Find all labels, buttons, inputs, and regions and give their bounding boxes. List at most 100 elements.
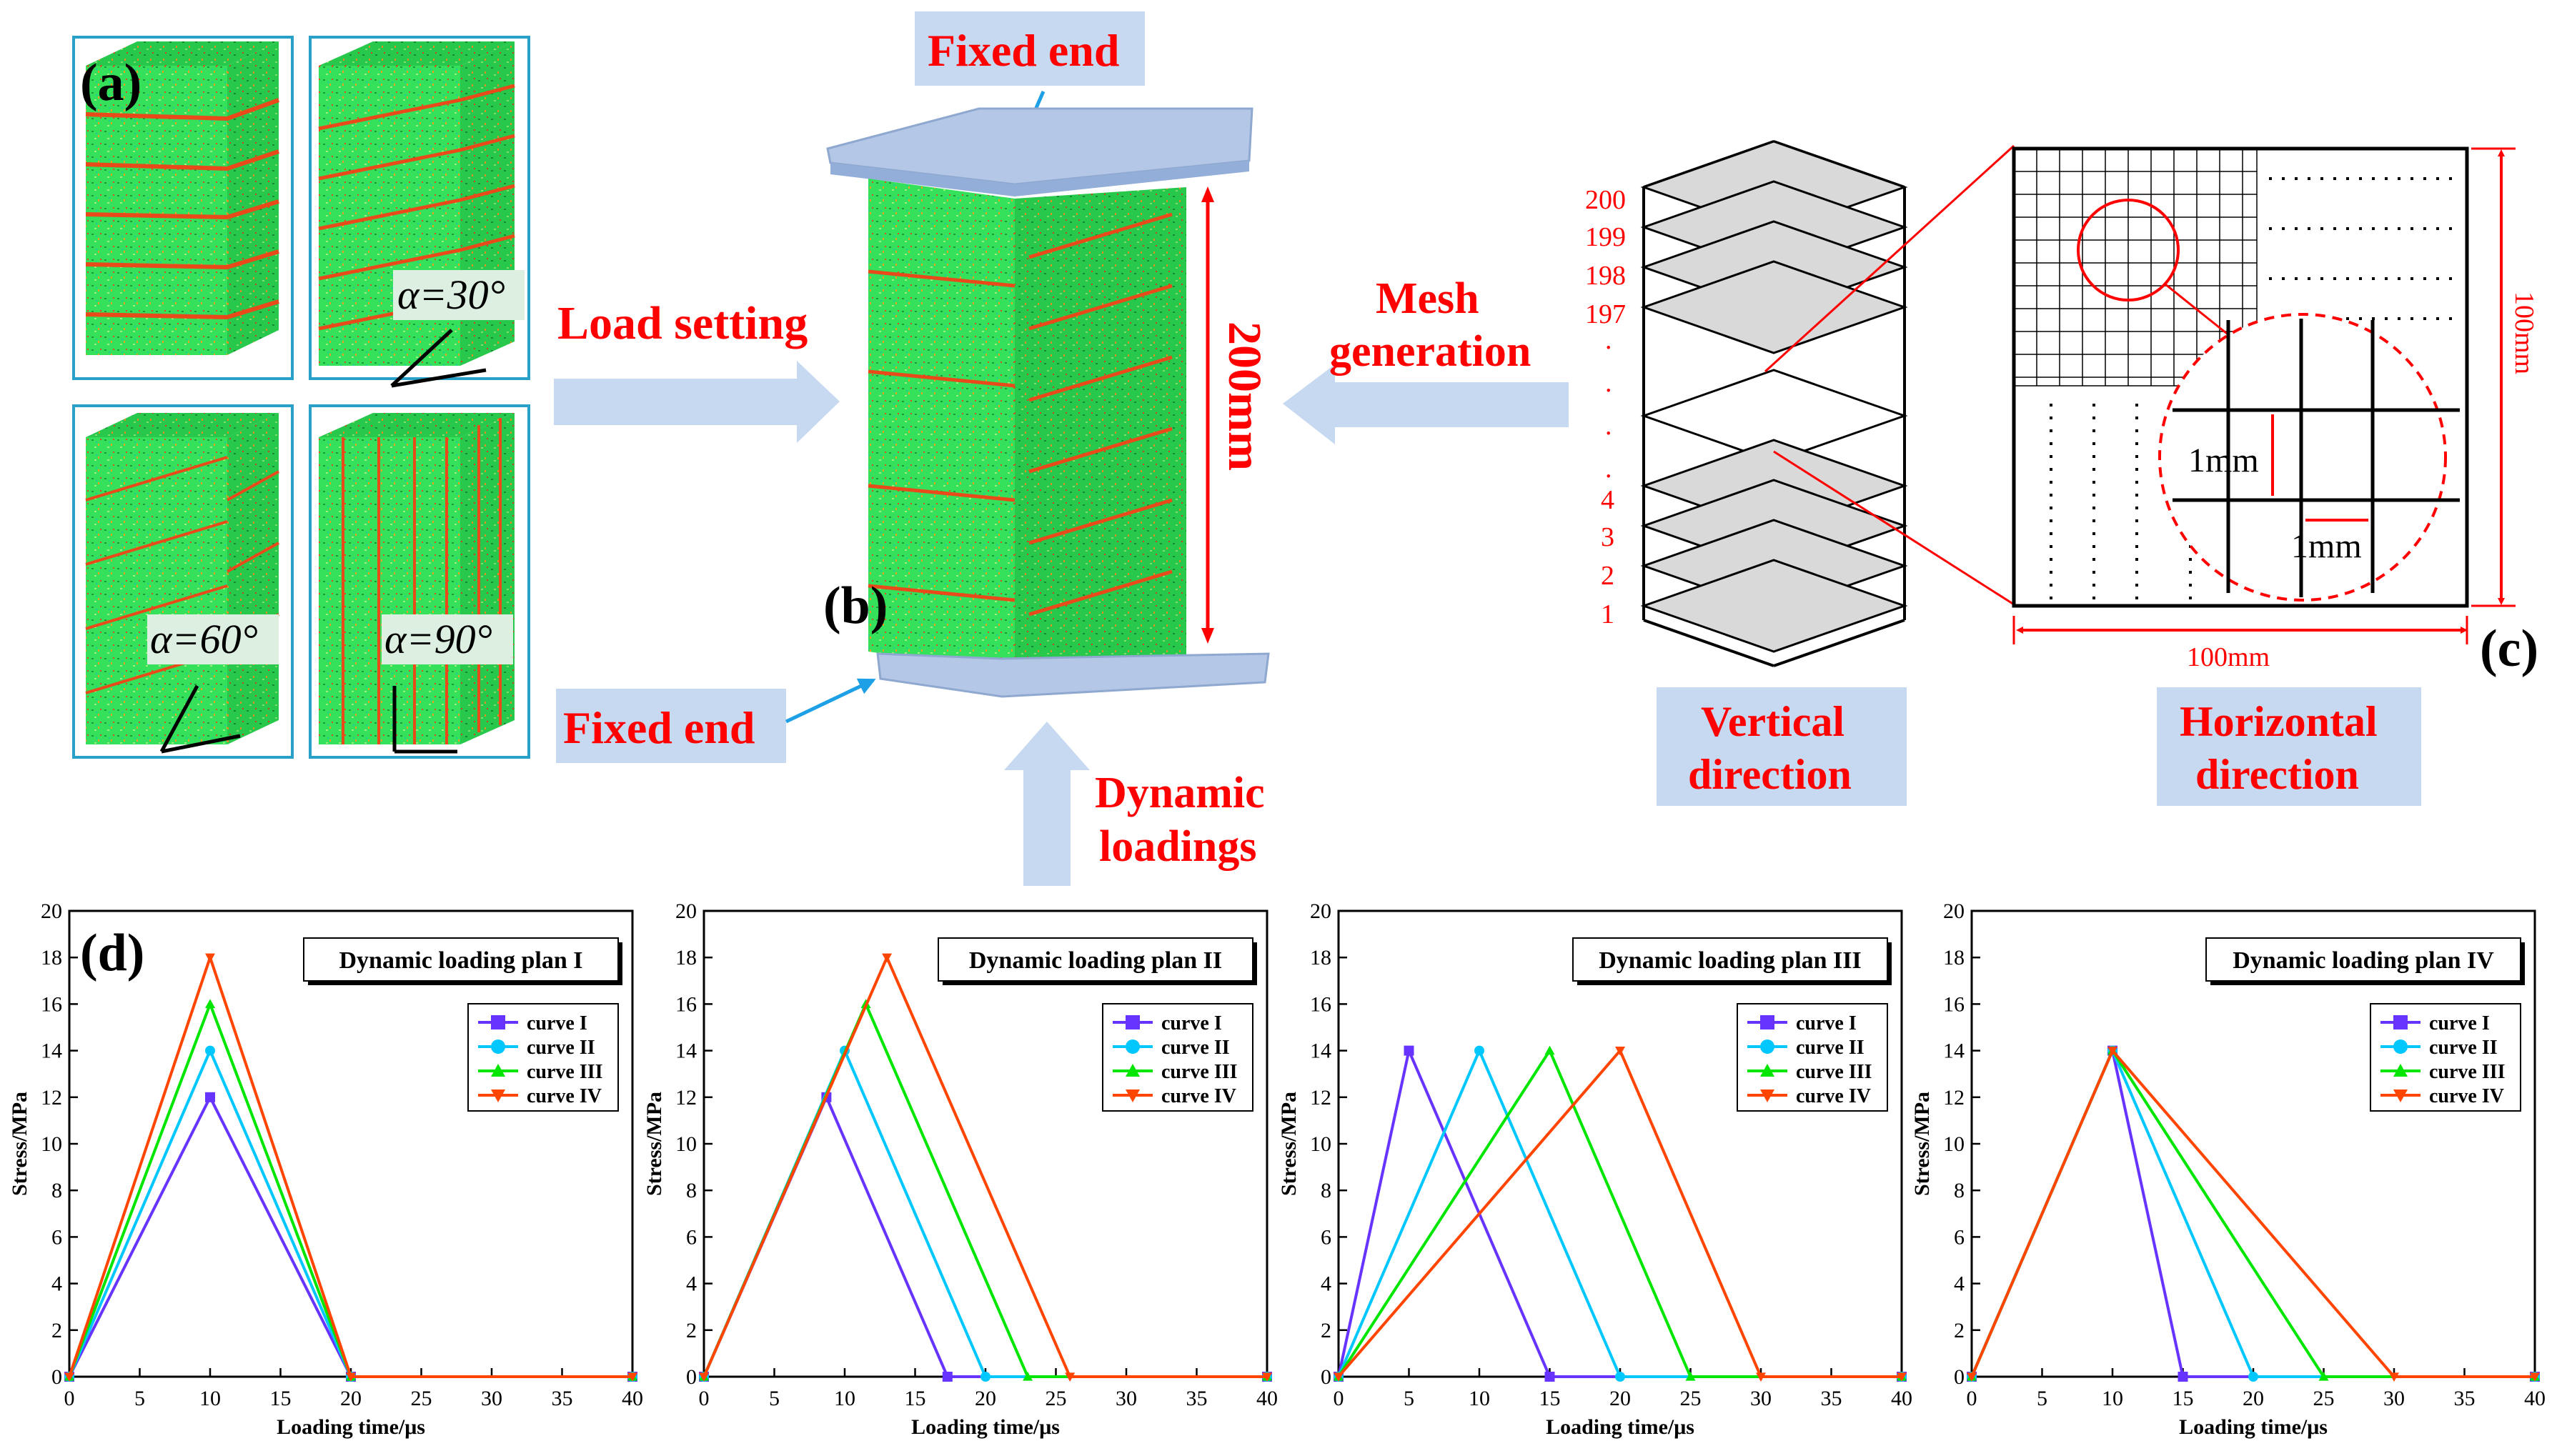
- x-tick-label: 30: [1116, 1387, 1137, 1410]
- series-point-1: [205, 1092, 215, 1102]
- x-tick-label: 15: [270, 1387, 292, 1410]
- x-tick-label: 5: [769, 1387, 780, 1410]
- horizontal-direction-label-2: direction: [2195, 751, 2359, 798]
- x-tick-label: 25: [1680, 1387, 1702, 1410]
- layer-num-4: 4: [1601, 485, 1614, 515]
- y-tick-label: 18: [41, 946, 62, 969]
- x-tick-label: 30: [1750, 1387, 1772, 1410]
- x-tick-label: 10: [834, 1387, 855, 1410]
- y-tick-label: 2: [686, 1319, 697, 1342]
- y-tick-label: 6: [1321, 1225, 1331, 1249]
- angle-line-2a: [161, 734, 241, 754]
- x-axis-label: Loading time/μs: [2179, 1415, 2328, 1439]
- specimen-top-3: [86, 413, 279, 437]
- legend-marker-2: [2393, 1039, 2408, 1054]
- panel-b: Fixed end 200mm (b) Fixed end: [556, 11, 1271, 763]
- bottom-plate-surface: [876, 652, 1270, 698]
- panel-d-label: (d): [80, 924, 144, 982]
- y-tick-label: 2: [51, 1319, 62, 1342]
- series-point-4: [1756, 1372, 1766, 1382]
- specimen-b-front: [868, 179, 1015, 672]
- series-point-4: [64, 1372, 74, 1382]
- x-tick-label: 15: [2173, 1387, 2194, 1410]
- horizontal-direction-bg: [2157, 687, 2421, 806]
- legend-marker-1: [1760, 1015, 1774, 1029]
- legend-marker-3: [1760, 1064, 1774, 1077]
- y-tick-label: 8: [1954, 1179, 1965, 1202]
- series-point-3: [1685, 1372, 1696, 1381]
- series-point-3: [205, 999, 215, 1008]
- series-point-1: [1544, 1372, 1555, 1382]
- specimen-b-layers: [868, 212, 1173, 617]
- legend-marker-3: [1126, 1064, 1140, 1077]
- legend-marker-4: [491, 1089, 505, 1102]
- series-point-4: [1065, 1372, 1076, 1382]
- y-tick-label: 18: [1943, 946, 1965, 969]
- x-tick-label: 35: [2454, 1387, 2476, 1410]
- chart-title-box: [938, 937, 1253, 982]
- dynamic-label-1: Dynamic: [1095, 769, 1265, 817]
- x-tick-label: 15: [1539, 1387, 1561, 1410]
- mesh-generation-label-2: generation: [1329, 327, 1531, 376]
- y-tick-label: 6: [686, 1225, 697, 1249]
- x-tick-label: 30: [481, 1387, 502, 1410]
- x-tick-label: 40: [1891, 1387, 1912, 1410]
- y-axis-label: Stress/MPa: [1277, 1092, 1301, 1196]
- height-label: 200mm: [1218, 321, 1271, 471]
- legend-marker-3: [491, 1064, 505, 1077]
- x-tick-label: 25: [2313, 1387, 2335, 1410]
- angle-label-1: α=30°: [397, 271, 505, 318]
- layer-num-198: 198: [1585, 261, 1626, 291]
- mesh-1mm-label-a: 1mm: [2188, 442, 2259, 479]
- specimen-layers-4: [342, 418, 502, 744]
- x-tick-label: 20: [975, 1387, 996, 1410]
- legend-marker-4: [1126, 1089, 1140, 1102]
- x-tick-label: 25: [1046, 1387, 1067, 1410]
- specimen-side-4: [460, 413, 515, 744]
- series-point-2: [1474, 1045, 1484, 1056]
- y-tick-label: 0: [686, 1365, 697, 1389]
- chart-title-box: [303, 937, 619, 982]
- y-tick-label: 0: [51, 1365, 62, 1389]
- top-plate-edge: [830, 161, 1249, 196]
- specimen-front-4: [319, 437, 460, 744]
- y-tick-label: 4: [51, 1272, 62, 1296]
- y-tick-label: 16: [675, 992, 697, 1016]
- series-point-4: [346, 1372, 356, 1382]
- zoom-connector: [2165, 283, 2238, 343]
- series-point-4: [205, 953, 215, 963]
- mesh-1mm-label-b: 1mm: [2291, 527, 2362, 565]
- vertical-layers: [1640, 140, 1908, 653]
- legend-marker-1: [2393, 1015, 2408, 1029]
- specimen-side-3: [227, 413, 279, 744]
- x-tick-label: 0: [64, 1387, 75, 1410]
- y-tick-label: 16: [41, 992, 62, 1016]
- series-line-4: [1970, 1047, 2535, 1378]
- legend-label-3: curve III: [1161, 1061, 1238, 1083]
- x-tick-label: 40: [1256, 1387, 1278, 1410]
- legend-marker-2: [491, 1039, 505, 1054]
- mesh-generation-arrow-shape: [1283, 364, 1569, 444]
- legend-marker-2: [1126, 1039, 1140, 1054]
- projection-line-bottom: [1773, 450, 2015, 606]
- y-tick-label: 12: [1943, 1086, 1965, 1110]
- horizontal-direction-label-1: Horizontal: [2180, 698, 2378, 745]
- specimen-top-1: [86, 41, 279, 66]
- y-tick-label: 18: [675, 946, 697, 969]
- fixed-end-bottom-pointer: [785, 678, 876, 724]
- series-point-4: [1897, 1372, 1907, 1382]
- legend-marker-4: [1760, 1089, 1774, 1102]
- angle-label-bg-2: [147, 614, 279, 664]
- panel-a: α=30° α=60°: [72, 36, 530, 759]
- y-tick-label: 4: [1954, 1272, 1965, 1296]
- x-tick-label: 20: [2243, 1387, 2264, 1410]
- x-tick-label: 5: [2037, 1387, 2047, 1410]
- series-point-1: [942, 1372, 953, 1382]
- specimen-front-3: [86, 437, 227, 744]
- y-axis-label: Stress/MPa: [642, 1092, 666, 1196]
